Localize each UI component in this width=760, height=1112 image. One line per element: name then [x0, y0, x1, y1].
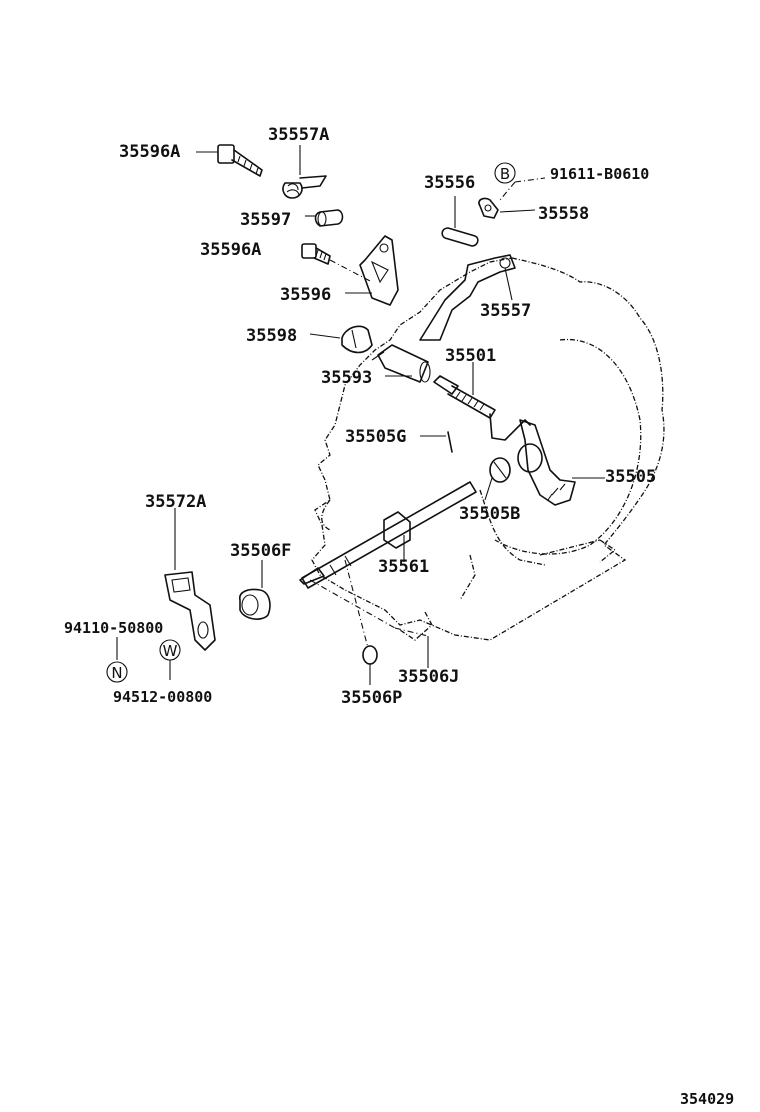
callout-b-letter: B: [500, 165, 510, 183]
detent-lever-35505: [517, 419, 605, 506]
part-label: 35506F: [230, 541, 291, 561]
part-label: 35557A: [268, 125, 329, 145]
rod-35501: [433, 362, 531, 441]
part-label: 35597: [240, 210, 291, 230]
part-label: 35593: [321, 368, 372, 388]
bracket-35572a: [164, 508, 216, 651]
lever-35557: [419, 254, 516, 341]
callout-n-circle: N: [106, 661, 128, 683]
part-label: 35561: [378, 557, 429, 577]
sleeve-35593: [371, 344, 431, 383]
transmission-case: [311, 257, 665, 641]
part-label: 35558: [538, 204, 589, 224]
bolt-35596a-upper: [196, 144, 263, 177]
spring-35557a: [282, 145, 327, 199]
part-label: 35505B: [459, 504, 520, 524]
assembly-lines: [116, 559, 429, 680]
callout-w-letter: W: [163, 642, 178, 660]
part-label: 35506J: [398, 667, 459, 687]
pin-35597: [305, 209, 344, 227]
callout-w-circle: W: [159, 639, 181, 661]
part-label: 35505G: [345, 427, 406, 447]
part-labels: 35596A 35557A 35597 35596A 35596 35598 3…: [64, 125, 656, 708]
part-label: 94110-50800: [64, 619, 163, 637]
part-label: 35572A: [145, 492, 206, 512]
part-label: 35501: [445, 346, 496, 366]
part-label: 94512-00800: [113, 688, 212, 706]
part-label: 35557: [480, 301, 531, 321]
bushing-35506f: [238, 560, 271, 620]
clip-35598: [309, 325, 373, 354]
callout-b-circle: B: [494, 162, 516, 184]
part-label: 35596A: [119, 142, 180, 162]
part-label: 35596A: [200, 240, 261, 260]
bracket-35596: [345, 235, 399, 306]
shaft-35561: [299, 481, 477, 589]
washer-35558: [478, 177, 546, 219]
nut-35505b: [484, 457, 511, 501]
pin-35505g: [420, 431, 453, 453]
part-label: 35596: [280, 285, 331, 305]
pin-35556: [441, 196, 479, 247]
seal-35506p: [362, 645, 378, 685]
callout-n-letter: N: [111, 664, 122, 682]
part-label: 35598: [246, 326, 297, 346]
figure-number: 354029: [680, 1090, 734, 1108]
part-label: 35556: [424, 173, 475, 193]
part-label: 35505: [605, 467, 656, 487]
part-label: 91611-B0610: [550, 165, 649, 183]
part-label: 35506P: [341, 688, 402, 708]
